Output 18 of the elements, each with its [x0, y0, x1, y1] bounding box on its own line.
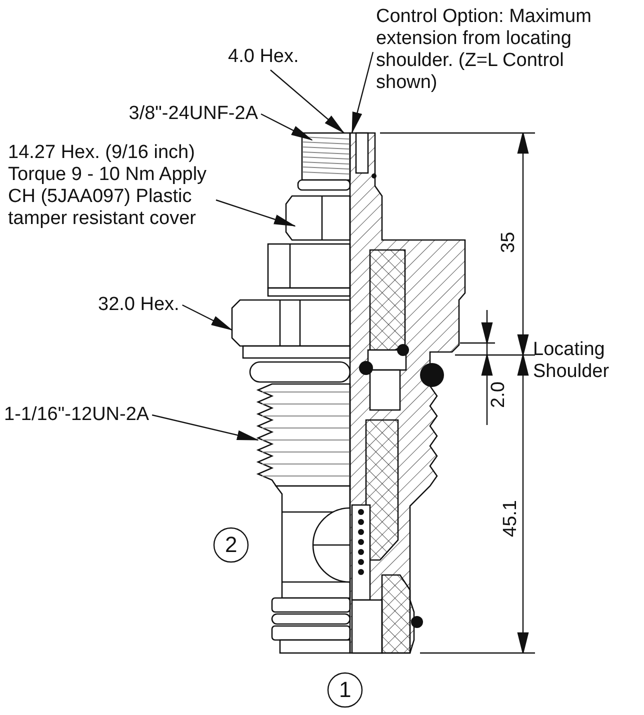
leader-line [216, 199, 296, 227]
leader-line [260, 113, 313, 141]
dimension-value: 2.0 [488, 382, 510, 408]
callout-text: 32.0 Hex. [98, 294, 180, 316]
dimension-value: 35 [498, 231, 520, 252]
callout-text: 1-1/16"-12UN-2A [4, 404, 150, 426]
port-number: 2 [225, 534, 238, 556]
leader-line [182, 304, 233, 331]
callout-text: 14.27 Hex. (9/16 inch) Torque 9 - 10 Nm Apply CH (5JAA097) Plastic tamper resistant cover [8, 142, 208, 230]
dimension-value: 45.1 [500, 500, 522, 536]
callout-text: Locating Shoulder [533, 339, 610, 383]
callout-text: Control Option: Maximum extension from locating shoulder. (Z=L Control shown) [376, 6, 592, 94]
leader-line [351, 52, 374, 134]
leader-line [270, 70, 345, 134]
leader-line [152, 414, 259, 441]
callout-text: 3/8"-24UNF-2A [128, 103, 258, 125]
callout-text: 4.0 Hex. [228, 46, 299, 68]
port-number: 1 [339, 679, 352, 701]
